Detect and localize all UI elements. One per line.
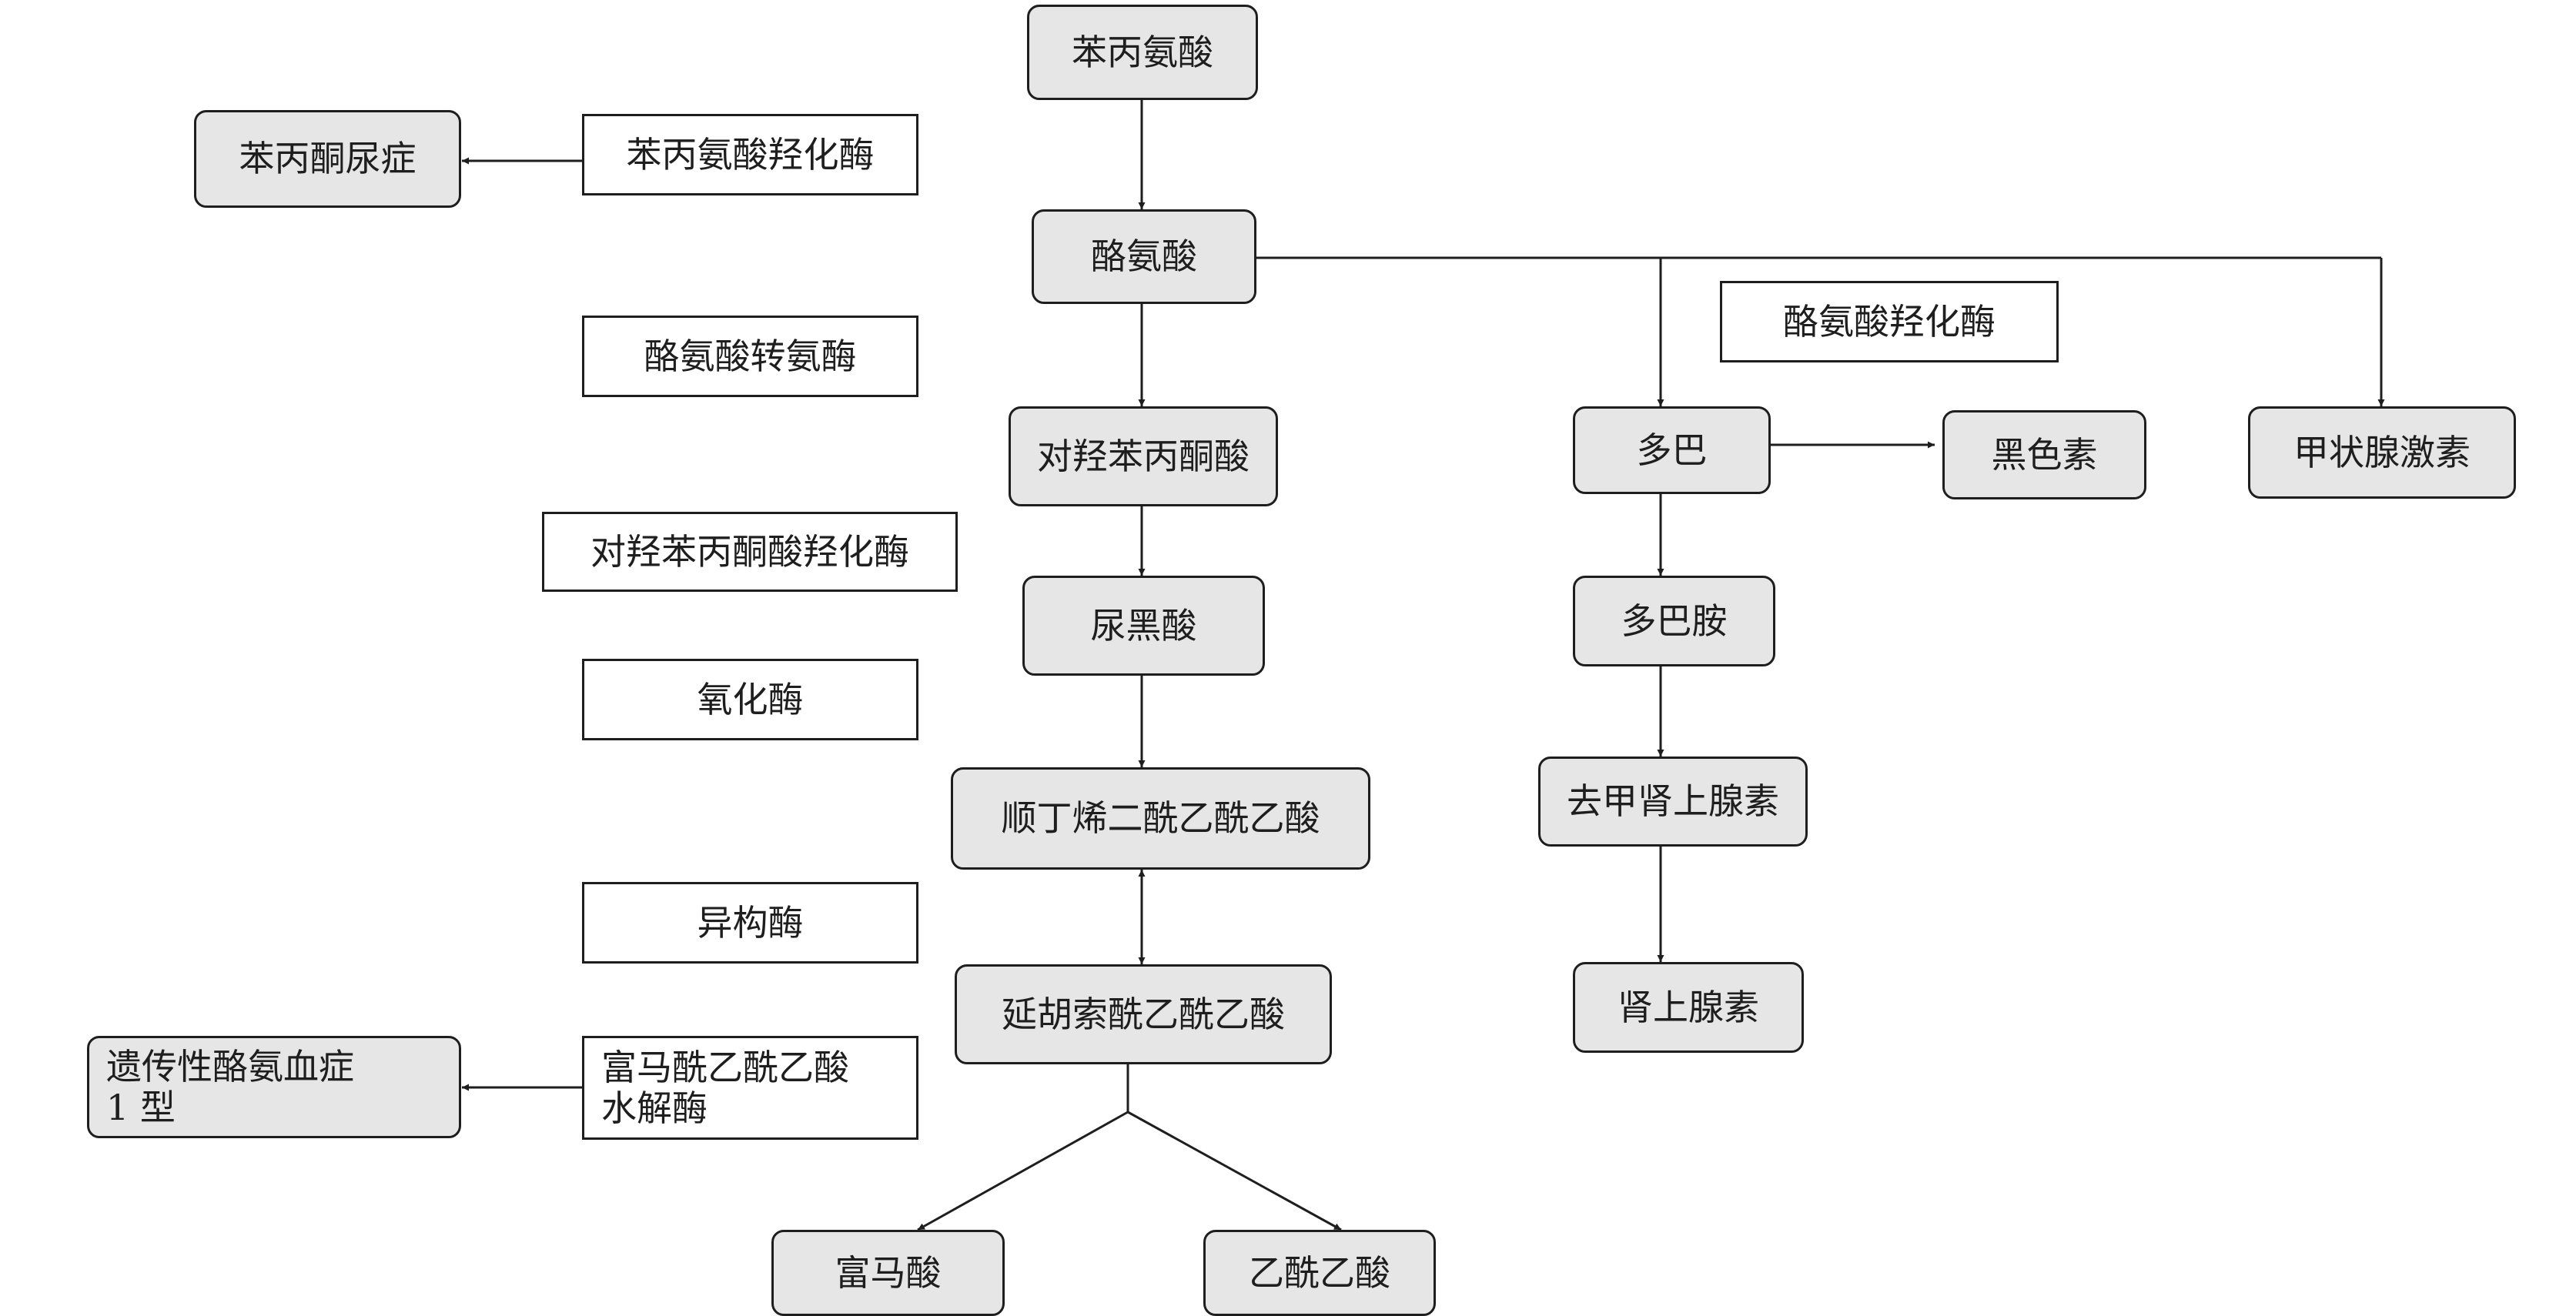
node-pku: 苯丙酮尿症 (194, 110, 461, 208)
arrow-to-acetoacetate (1127, 1111, 1342, 1231)
enzyme-tyrosine-aminotransferase: 酪氨酸转氨酶 (582, 316, 918, 397)
node-tyrosine: 酪氨酸 (1032, 209, 1256, 304)
node-dopamine: 多巴胺 (1573, 576, 1775, 666)
tyrosinemia-line1: 遗传性酪氨血症 (106, 1045, 354, 1087)
node-phenylalanine: 苯丙氨酸 (1027, 5, 1258, 100)
arrow-to-fumarate (917, 1111, 1129, 1231)
node-acetoacetate: 乙酰乙酸 (1203, 1230, 1436, 1316)
node-fumarate: 富马酸 (771, 1230, 1005, 1316)
node-epinephrine: 肾上腺素 (1573, 962, 1804, 1053)
enzyme-hppd: 对羟苯丙酮酸羟化酶 (542, 512, 958, 592)
node-norepinephrine: 去甲肾上腺素 (1538, 757, 1808, 847)
node-fumarylacetoacetate: 延胡索酰乙酰乙酸 (955, 964, 1332, 1064)
node-tyrosinemia-type1: 遗传性酪氨血症 1 型 (87, 1036, 461, 1138)
fah-line1: 富马酰乙酰乙酸 (601, 1046, 849, 1088)
node-p-hydroxyphenylpyruvate: 对羟苯丙酮酸 (1009, 406, 1278, 506)
enzyme-isomerase: 异构酶 (582, 882, 918, 964)
node-thyroid-hormone: 甲状腺激素 (2248, 406, 2516, 499)
enzyme-phenylalanine-hydroxylase: 苯丙氨酸羟化酶 (582, 114, 918, 195)
node-melanin: 黑色素 (1942, 410, 2146, 499)
enzyme-fumarylacetoacetate-hydrolase: 富马酰乙酰乙酸 水解酶 (582, 1036, 918, 1140)
fah-line2: 水解酶 (601, 1087, 708, 1129)
enzyme-tyrosine-hydroxylase: 酪氨酸羟化酶 (1720, 281, 2059, 362)
node-homogentisate: 尿黑酸 (1022, 576, 1265, 676)
enzyme-oxidase: 氧化酶 (582, 659, 918, 740)
node-dopa: 多巴 (1573, 406, 1771, 494)
node-maleylacetoacetate: 顺丁烯二酰乙酰乙酸 (951, 767, 1370, 870)
tyrosinemia-line2: 1 型 (106, 1086, 176, 1128)
